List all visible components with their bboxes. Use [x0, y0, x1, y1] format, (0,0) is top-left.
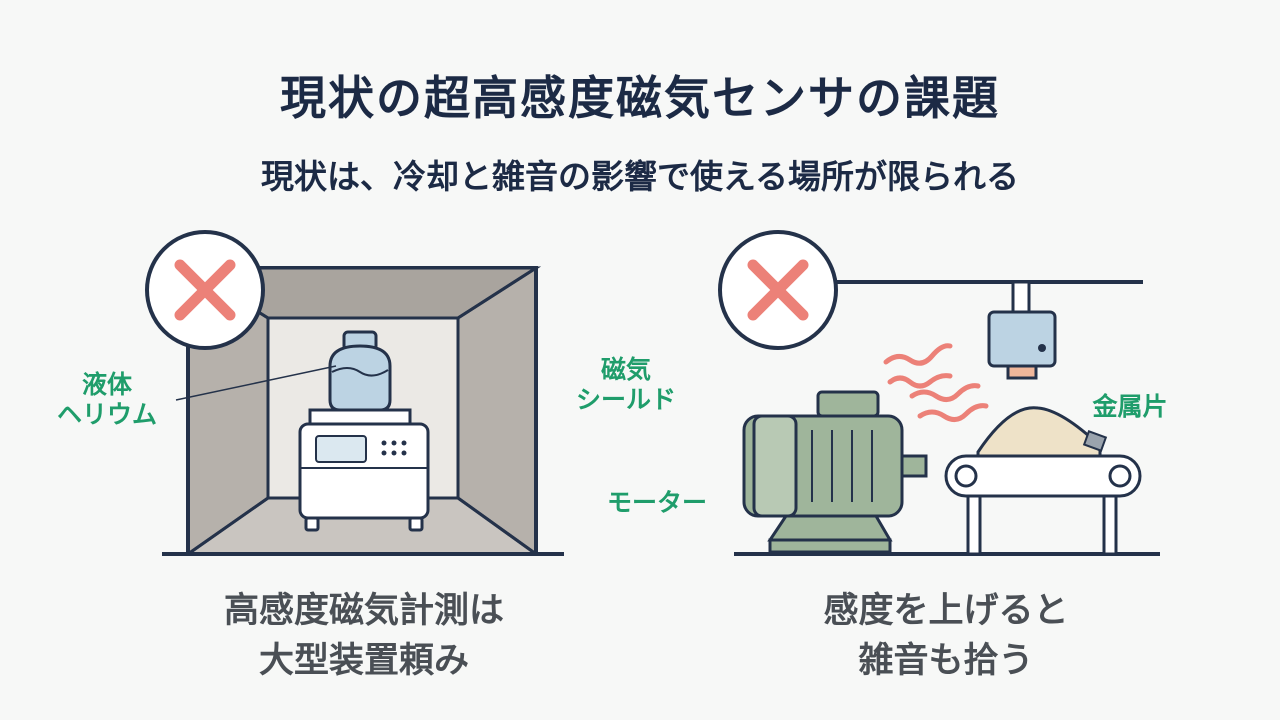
page-title: 現状の超高感度磁気センサの課題: [280, 71, 1000, 125]
magnetic-sensor-head: [987, 280, 1057, 380]
cross-mark-icon-right: [718, 230, 838, 350]
shield-label-line1: 磁気: [600, 355, 651, 384]
conveyor-icon: [944, 406, 1142, 556]
helium-label-line2: ヘリウム: [56, 400, 157, 429]
left-caption-line2: 大型装置頼み: [258, 641, 469, 681]
motor-icon: [742, 390, 928, 554]
right-caption-line2: 雑音も拾う: [858, 641, 1034, 681]
page-subtitle: 現状は、冷却と雑音の影響で使える場所が限られる: [260, 157, 1019, 196]
helium-label-line1: 液体: [81, 370, 132, 399]
helium-label: 液体 ヘリウム: [42, 370, 172, 430]
motor-label: モーター: [606, 488, 707, 517]
cross-mark-icon: [145, 230, 265, 350]
shield-label: 磁気 シールド: [556, 355, 696, 415]
helium-pointer-line: [175, 365, 337, 401]
helium-dewar: [308, 330, 412, 426]
left-caption: 高感度磁気計測は 大型装置頼み: [104, 586, 624, 686]
right-caption-line1: 感度を上げると: [823, 591, 1069, 631]
sensor-unit: [298, 422, 430, 532]
right-caption: 感度を上げると 雑音も拾う: [686, 586, 1206, 686]
noise-wave-icon: [883, 343, 989, 422]
metal-label: 金属片: [1092, 392, 1168, 421]
shield-label-line2: シールド: [575, 385, 676, 414]
left-caption-line1: 高感度磁気計測は: [223, 591, 504, 631]
